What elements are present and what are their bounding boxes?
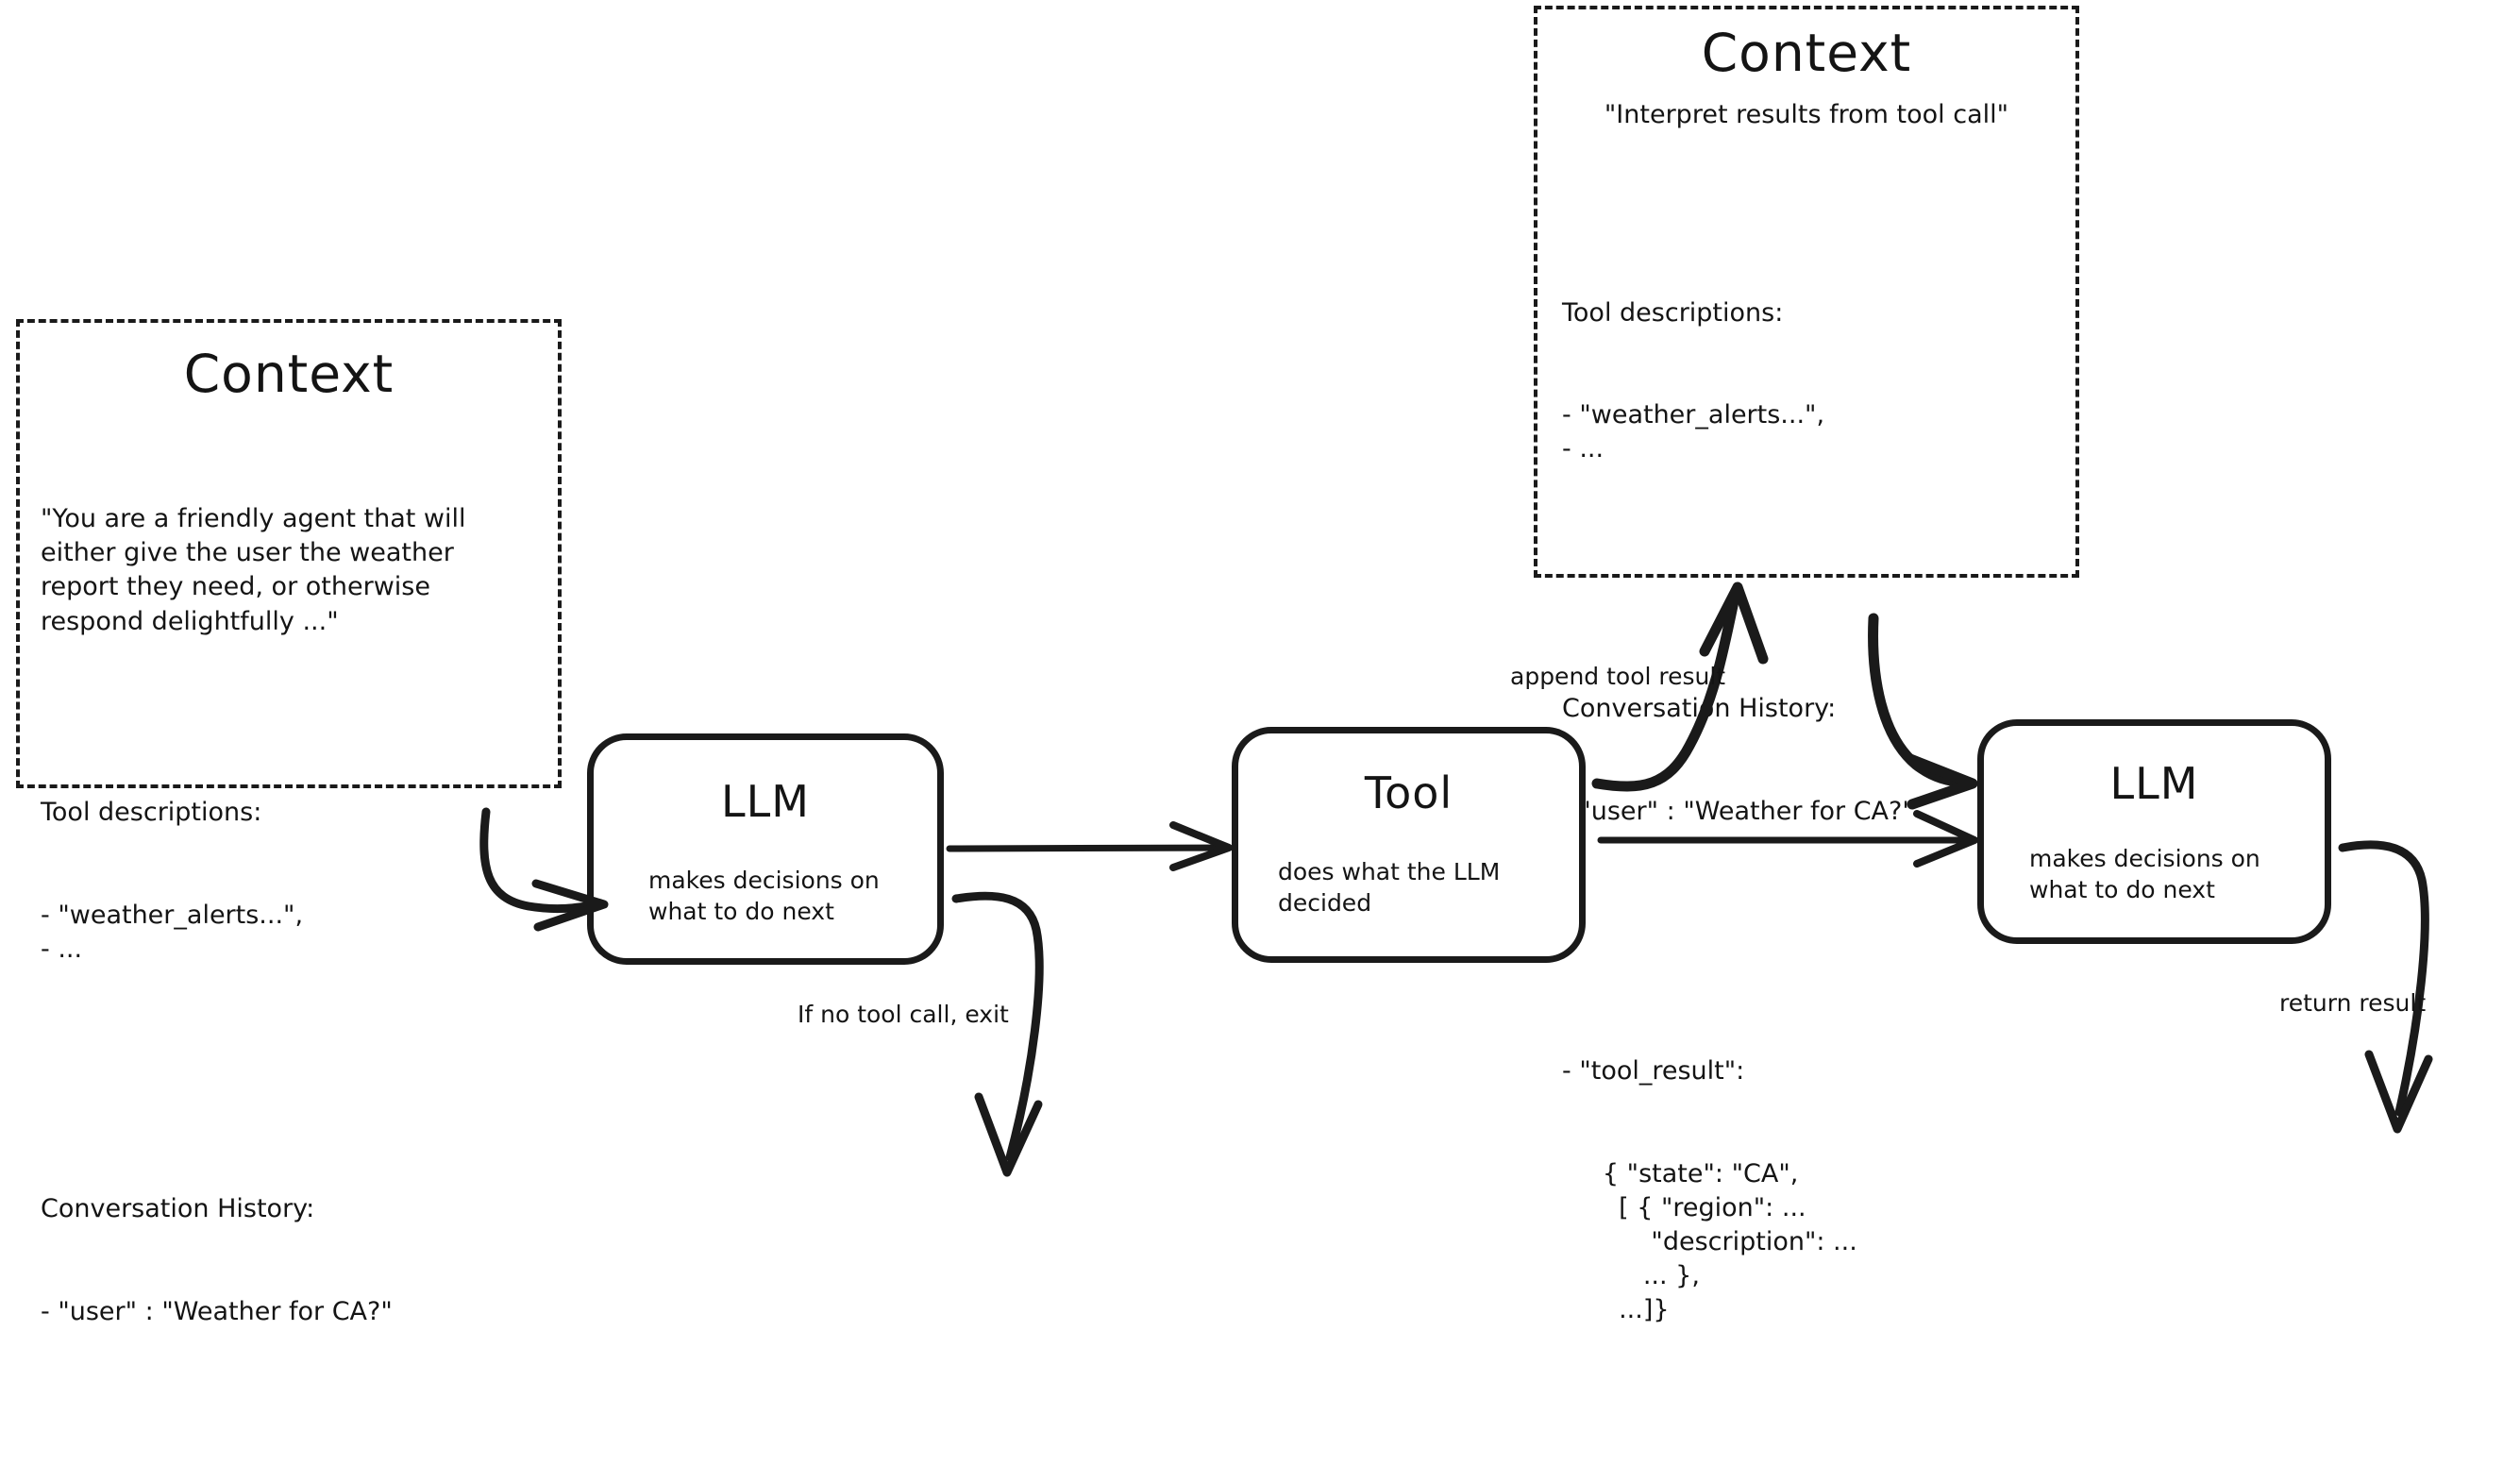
context-left-conversation-header: Conversation History: [41, 1194, 315, 1224]
arrow-layer [479, 581, 2433, 1177]
context-right-quote: "Interpret results from tool call" [1604, 99, 2009, 129]
context-right-title: Context [1701, 23, 1912, 83]
arrow-return-result [2338, 840, 2433, 1134]
edge-label-return-result: return result [2279, 989, 2427, 1017]
arrow-exit [951, 891, 1044, 1177]
arrow-context-to-llm [479, 807, 609, 932]
arrow-llm-to-tool [946, 821, 1233, 871]
node-llm-second-title: LLM [2109, 758, 2199, 809]
arrow-context-to-llm-second [1868, 613, 1978, 810]
arrow-append-tool-result [1591, 581, 1769, 792]
node-tool-subtitle: does what the LLM decided [1278, 858, 1501, 917]
context-right-tool-result-header: - "tool_result": [1562, 1056, 1745, 1087]
context-right-tool-descriptions-items: - "weather_alerts...", - ... [1562, 400, 1825, 464]
context-right-conversation: Conversation History: - "user" : "Weathe… [1562, 624, 2060, 897]
context-right-tool-descriptions: Tool descriptions: - "weather_alerts..."… [1562, 227, 2060, 535]
edge-label-exit: If no tool call, exit [798, 1001, 1009, 1028]
node-llm-first-subtitle: makes decisions on what to do next [648, 867, 880, 925]
arrow-tool-to-llm-second [1597, 810, 1978, 868]
node-llm-first-title: LLM [721, 776, 810, 827]
context-left-tool-descriptions-header: Tool descriptions: [41, 798, 262, 828]
context-left-conversation-items: - "user" : "Weather for CA?" [41, 1296, 393, 1326]
diagram-canvas: Context "You are a friendly agent that w… [16, 6, 2433, 1326]
context-right-tool-descriptions-header: Tool descriptions: [1562, 297, 1784, 328]
context-left-title: Context [183, 344, 395, 404]
context-left-system-prompt: "You are a friendly agent that will eith… [41, 504, 475, 636]
node-tool-title: Tool [1364, 767, 1453, 818]
edge-label-append-tool-result: append tool result [1510, 663, 1726, 690]
context-card-right: Context "Interpret results from tool cal… [1534, 6, 2079, 1324]
context-left-tool-descriptions-items: - "weather_alerts...", - ... [41, 900, 304, 965]
node-llm-second[interactable]: LLM makes decisions on what to do next [1977, 719, 2331, 944]
context-right-conversation-user: - "user" : "Weather for CA?" [1562, 796, 1914, 826]
node-tool[interactable]: Tool does what the LLM decided [1232, 727, 1586, 963]
context-left-tool-descriptions: Tool descriptions: - "weather_alerts..."… [41, 728, 531, 1036]
node-llm-second-subtitle: makes decisions on what to do next [2029, 845, 2260, 903]
node-llm-first[interactable]: LLM makes decisions on what to do next [587, 733, 944, 965]
